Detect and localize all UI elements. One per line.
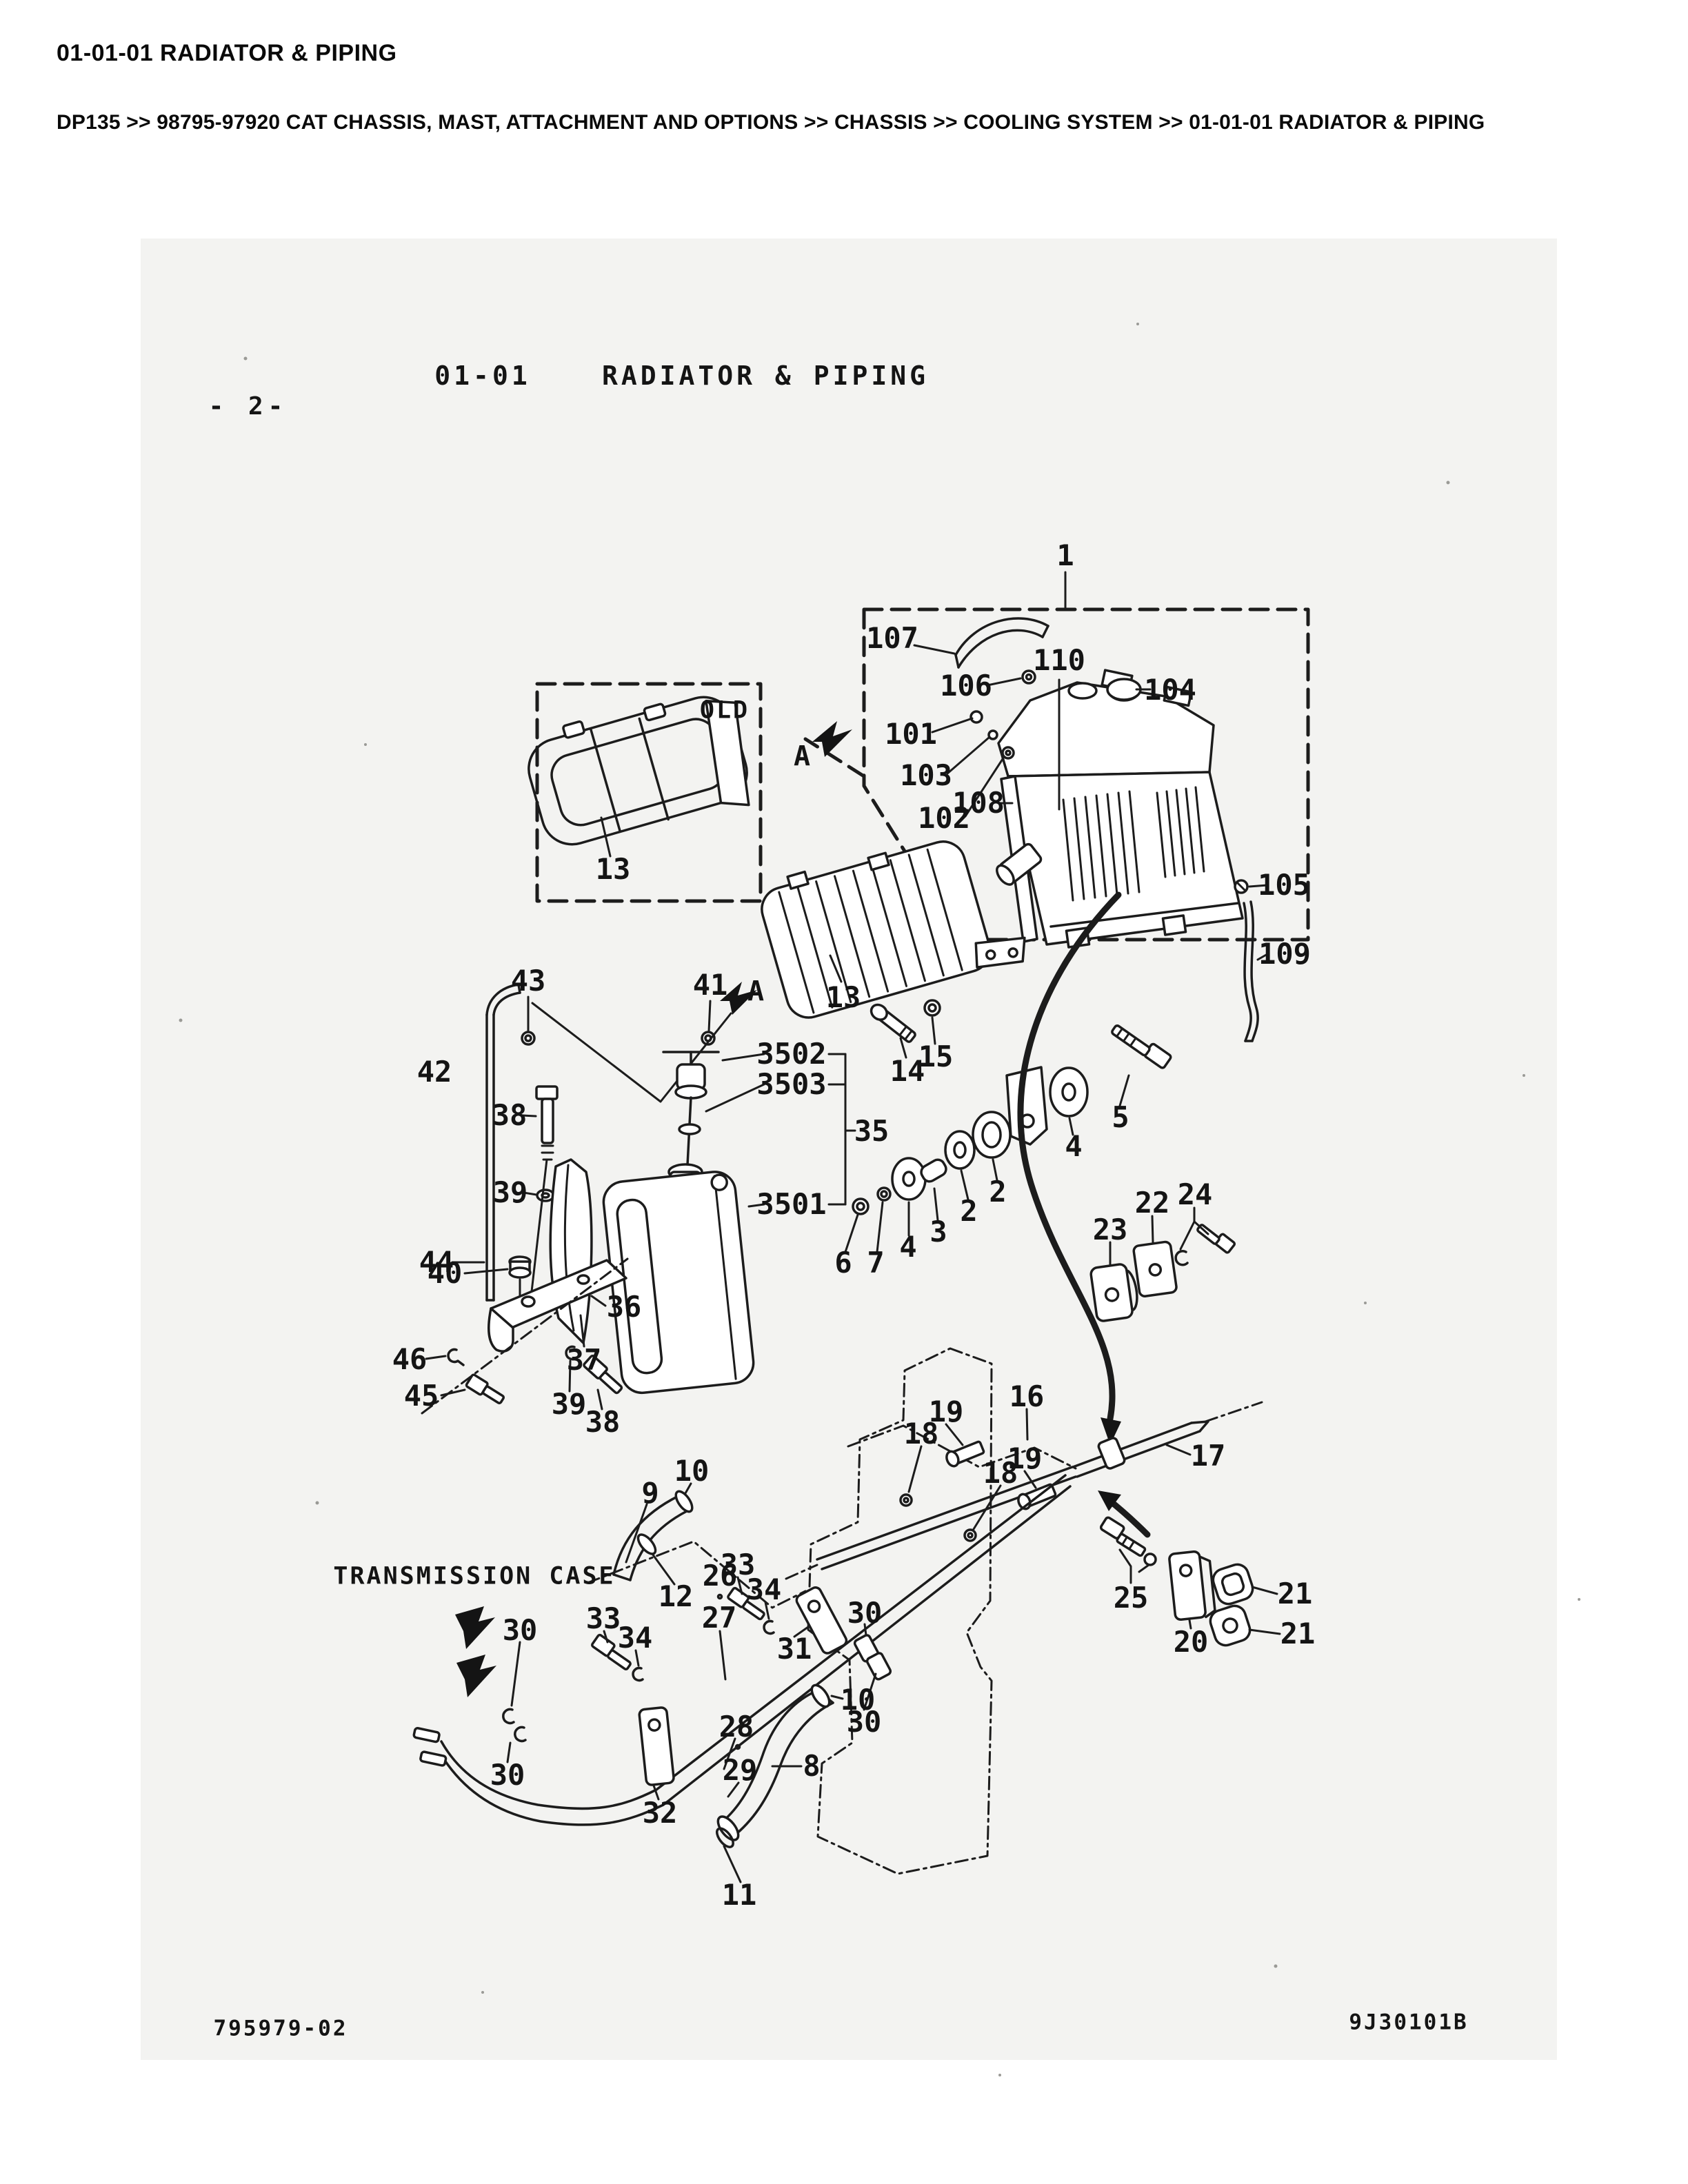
old-fan-shroud: [528, 696, 750, 858]
hose-8: [716, 1684, 844, 1883]
fan-damper-cluster: [844, 1024, 1172, 1253]
washer-4-left: [891, 1157, 927, 1201]
damper-2-right: [972, 1111, 1012, 1159]
bolt-101: [969, 710, 983, 724]
direction-arrow-2: [456, 1655, 496, 1697]
clip-24: [1174, 1249, 1189, 1266]
grommet-106: [1021, 669, 1036, 685]
engine-outline: [586, 1347, 993, 1875]
bolt-33-lower: [591, 1633, 632, 1670]
clamp-10-bottom: [810, 1684, 831, 1708]
nut-7: [876, 1186, 892, 1202]
clamp-10-top: [674, 1490, 694, 1513]
ring-18-upper: [899, 1493, 913, 1507]
insulator-21-lower: [1209, 1604, 1252, 1647]
clamp-11: [716, 1815, 740, 1848]
plate-22: [1132, 1240, 1178, 1297]
bolt-25: [1099, 1516, 1147, 1557]
page-header: 01-01-01 RADIATOR & PIPING DP135 >> 9879…: [57, 40, 1642, 138]
scan-speckles: [179, 323, 1580, 2076]
diagram-panel: [141, 239, 1557, 2060]
bracket-37: [549, 1158, 593, 1344]
bolt-38-upper: [535, 1085, 559, 1161]
page-title: 01-01-01 RADIATOR & PIPING: [57, 40, 397, 66]
view-a-arrow-mid: [720, 982, 757, 1015]
radiator-core-fins: [1062, 786, 1205, 902]
ring-18-lower: [963, 1528, 977, 1542]
bushing-2-left: [944, 1130, 976, 1170]
view-a-arrow-top: [812, 721, 852, 757]
washer-39-lower: [565, 1345, 577, 1361]
washer-34-lower: [632, 1666, 644, 1682]
washer-pump-3502: [662, 1051, 720, 1184]
bracket-31: [795, 1586, 848, 1655]
mount-plates: [1089, 1206, 1236, 1322]
radiator-leader-lines: [913, 644, 1269, 961]
bolt-14: [870, 1003, 916, 1043]
washer-34-upper: [763, 1619, 775, 1635]
plug-45: [465, 1373, 505, 1404]
pipe-clamp-block: [1097, 1437, 1126, 1470]
clip-30-lower: [514, 1726, 527, 1743]
bolt-33-upper: [727, 1576, 775, 1635]
bolt-5: [1111, 1024, 1172, 1069]
bracket-20: [1168, 1550, 1216, 1621]
plate-23: [1089, 1263, 1138, 1322]
callout-35-bracket: [827, 1053, 856, 1206]
spacer-3: [920, 1158, 947, 1183]
fan-shroud: [761, 840, 1026, 1059]
gasket-3503: [678, 1123, 701, 1135]
damper-bracket: [1005, 1066, 1048, 1146]
clip-30-upper: [502, 1708, 515, 1725]
hose-9: [612, 1482, 694, 1586]
radiator-assembly-dashed-box: [803, 571, 1310, 942]
insulator-21-upper: [1212, 1563, 1254, 1606]
clamp-12: [636, 1533, 657, 1555]
bracket-36: [487, 1259, 627, 1353]
flow-arrows: [1017, 891, 1151, 1538]
bolt-24: [1196, 1224, 1236, 1254]
radiator-drawing: [812, 617, 1269, 1042]
direction-arrow-1: [455, 1606, 495, 1649]
bracket-32: [638, 1706, 675, 1786]
hose-clamp-30-b: [865, 1652, 892, 1681]
fitting-19-upper: [945, 1440, 985, 1468]
clip-46: [447, 1348, 465, 1366]
reservoir-tank-3501: [602, 1171, 755, 1395]
pipe-mount-cluster: [1099, 1516, 1281, 1647]
grommet-102: [1001, 746, 1015, 760]
bolt-38-lower: [583, 1355, 623, 1395]
drain-hose-109: [1243, 900, 1259, 1042]
breather-hose-107: [954, 617, 1049, 669]
washer-103: [987, 729, 998, 740]
breadcrumb: DP135 >> 98795-97920 CAT CHASSIS, MAST, …: [57, 111, 1485, 134]
washer-15: [923, 999, 941, 1017]
old-version-dashed-box: [535, 682, 763, 903]
disc-4-right: [1049, 1066, 1089, 1118]
supply-pipe-31: [412, 1474, 1072, 1826]
nut-43: [521, 1031, 536, 1046]
radiator-outlet-stub: [996, 842, 1043, 886]
nut-6: [852, 1197, 870, 1215]
reservoir-assembly: [421, 982, 856, 1415]
